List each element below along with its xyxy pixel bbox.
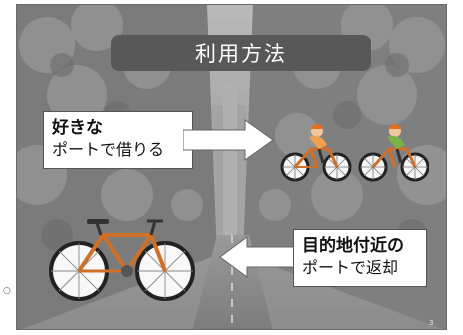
slide-title-text: 利用方法 (195, 42, 287, 66)
return-callout: 目的地付近の ポートで返却 (293, 229, 427, 287)
rent-callout-line2: ポートで借りる (52, 140, 165, 159)
edge-mark: ○ (3, 286, 11, 296)
bicycle-icon (49, 219, 195, 301)
cyclist-icon (280, 124, 429, 182)
arrow-left-icon (219, 236, 299, 278)
slide-title: 利用方法 (111, 35, 371, 71)
slide: 利用方法 好きな ポートで借りる (16, 4, 447, 330)
return-callout-line1: 目的地付近の (302, 236, 404, 256)
slide-number: 3 (429, 319, 434, 327)
arrow-right-icon (183, 119, 274, 161)
rent-callout: 好きな ポートで借りる (43, 111, 193, 169)
rent-callout-line1: 好きな (52, 118, 103, 138)
return-callout-line2: ポートで返却 (302, 258, 399, 277)
